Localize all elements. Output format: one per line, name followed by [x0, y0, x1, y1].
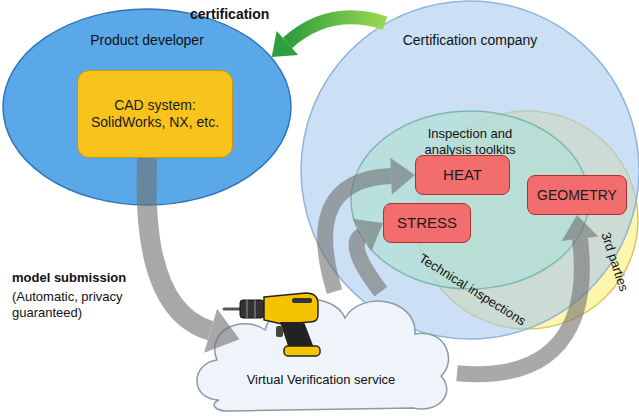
- service-cloud: Virtual Verification service: [185, 278, 457, 414]
- note-text: (Automatic, privacy guaranteed): [12, 289, 147, 320]
- node-label: Virtual Verification service: [246, 372, 396, 388]
- toolkit-box: GEOMETRY: [527, 175, 627, 215]
- box-label: GEOMETRY: [537, 187, 617, 204]
- certification-arrow: [272, 17, 385, 57]
- node-label: Certification company: [360, 32, 580, 49]
- flow-arrow: [325, 158, 415, 292]
- system-box: CAD system: SolidWorks, NX, etc.: [77, 70, 233, 158]
- edge-label: certification: [190, 6, 269, 23]
- flow-arrow: [147, 158, 240, 353]
- node-label: Product developer: [47, 32, 247, 49]
- box-label: HEAT: [443, 166, 482, 184]
- flow-arrow: [457, 215, 598, 374]
- flow-arrow: [353, 219, 383, 291]
- cloud-shape: [185, 278, 457, 414]
- box-label: STRESS: [397, 214, 457, 232]
- toolkit-box: STRESS: [383, 203, 471, 243]
- box-label: CAD system: SolidWorks, NX, etc.: [87, 97, 223, 131]
- node-label: Inspection and analysis toolkits: [405, 126, 535, 157]
- organization-ellipse: Product developerCAD system: SolidWorks,…: [2, 8, 292, 206]
- toolkit-box: HEAT: [415, 155, 510, 195]
- edge-label: model submission: [12, 270, 126, 286]
